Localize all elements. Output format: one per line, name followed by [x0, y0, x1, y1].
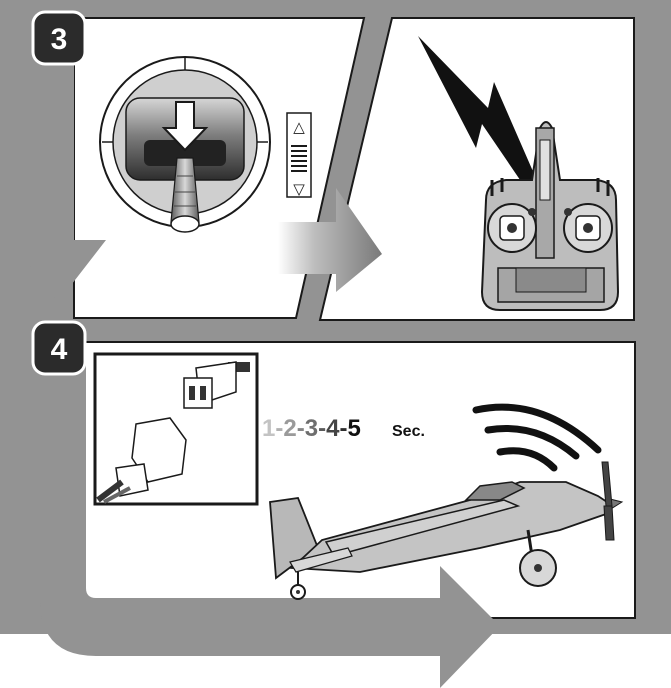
flow-arrow-bottom: [40, 330, 500, 688]
count-2: 2: [283, 415, 296, 442]
throttle-stick-icon: [99, 56, 271, 233]
transition-arrow-icon: [278, 188, 382, 292]
receiver-connector: [183, 361, 250, 409]
step-4-number: 4: [51, 333, 68, 366]
down-arrow-icon: [161, 101, 209, 152]
count-dash-3: -: [318, 415, 326, 442]
timing-countdown: 1-2-3-4-5 Sec.: [262, 415, 425, 442]
timing-sequence: 1-2-3-4-5: [262, 415, 361, 442]
signal-waves-icon: [472, 403, 602, 472]
lightning-bolt-icon: [418, 36, 552, 218]
count-dash-1: -: [275, 415, 283, 442]
count-3: 3: [305, 415, 318, 442]
throttle-down-icon: ▽: [293, 180, 305, 198]
count-1: 1: [262, 415, 275, 442]
airplane-icon: [269, 461, 624, 600]
battery-connector-icon: [93, 352, 259, 506]
step-3-number: 3: [51, 23, 68, 56]
count-dash-4: -: [339, 415, 347, 442]
throttle-indicator: △ ▽: [286, 112, 312, 198]
transmitter-icon: [480, 121, 620, 311]
throttle-scale: [291, 145, 307, 172]
count-5: 5: [347, 415, 360, 442]
count-dash-2: -: [297, 415, 305, 442]
step-3-badge: 3: [31, 10, 87, 66]
count-4: 4: [326, 415, 340, 442]
battery-plug: [96, 417, 187, 504]
throttle-up-icon: △: [293, 118, 305, 136]
step-4-badge: 4: [31, 320, 87, 376]
timing-unit: Sec.: [392, 423, 425, 440]
